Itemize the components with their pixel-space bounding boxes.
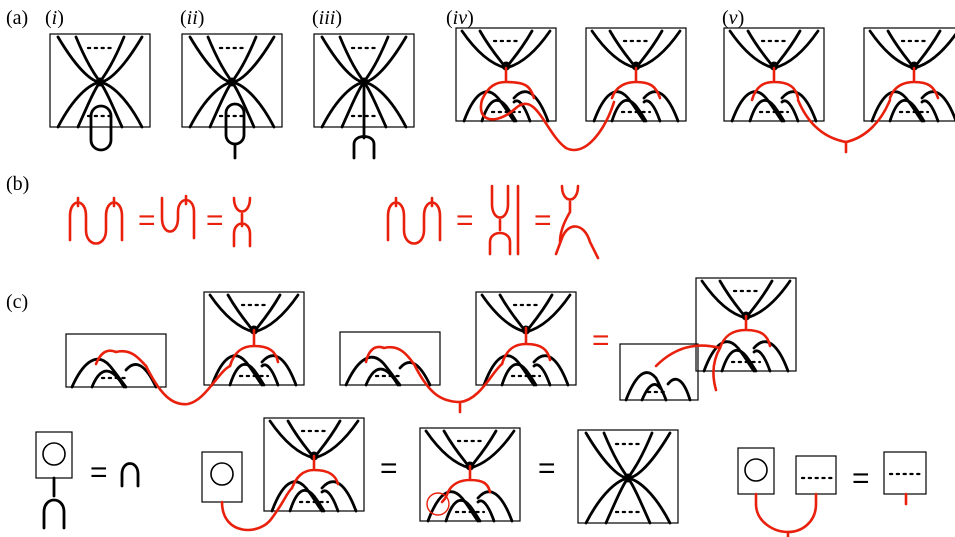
sub-label-i: (i)	[45, 7, 64, 29]
sub-label-iv: (iv)	[446, 7, 474, 29]
svg-text:=: =	[138, 204, 156, 237]
sub-label-iii: (iii)	[312, 7, 343, 29]
diagram-c-6	[418, 426, 522, 523]
equals-c-1: =	[592, 324, 610, 357]
panel-c-label: (c)	[6, 291, 29, 313]
diagram-a-ii	[180, 32, 284, 160]
sub-label-v: (v)	[722, 7, 745, 29]
svg-text:=: =	[456, 204, 474, 237]
diagram-a-i	[48, 32, 152, 152]
diagram-c-2	[338, 290, 578, 414]
svg-text:=: =	[206, 204, 224, 237]
diagram-b-left: = =	[68, 194, 252, 248]
diagram-b-right: = =	[386, 184, 600, 260]
diagram-a-iv	[454, 26, 688, 152]
svg-text:=: =	[852, 462, 870, 495]
svg-text:=: =	[90, 456, 108, 489]
panel-b-label: (b)	[6, 173, 30, 195]
equals-c-3: =	[538, 452, 556, 485]
diagram-c-8: =	[737, 447, 927, 537]
diagram-c-5	[201, 416, 366, 532]
svg-text:=: =	[534, 204, 552, 237]
diagram-c-7	[576, 428, 680, 525]
diagram-c-1	[64, 290, 306, 406]
panel-a-label: (a)	[6, 7, 29, 29]
diagram-a-v	[722, 26, 955, 154]
equals-c-2: =	[380, 452, 398, 485]
diagram-c-3	[619, 276, 798, 402]
diagram-c-4: =	[35, 431, 140, 530]
diagram-a-iii	[312, 32, 416, 160]
sub-label-ii: (ii)	[180, 7, 205, 29]
